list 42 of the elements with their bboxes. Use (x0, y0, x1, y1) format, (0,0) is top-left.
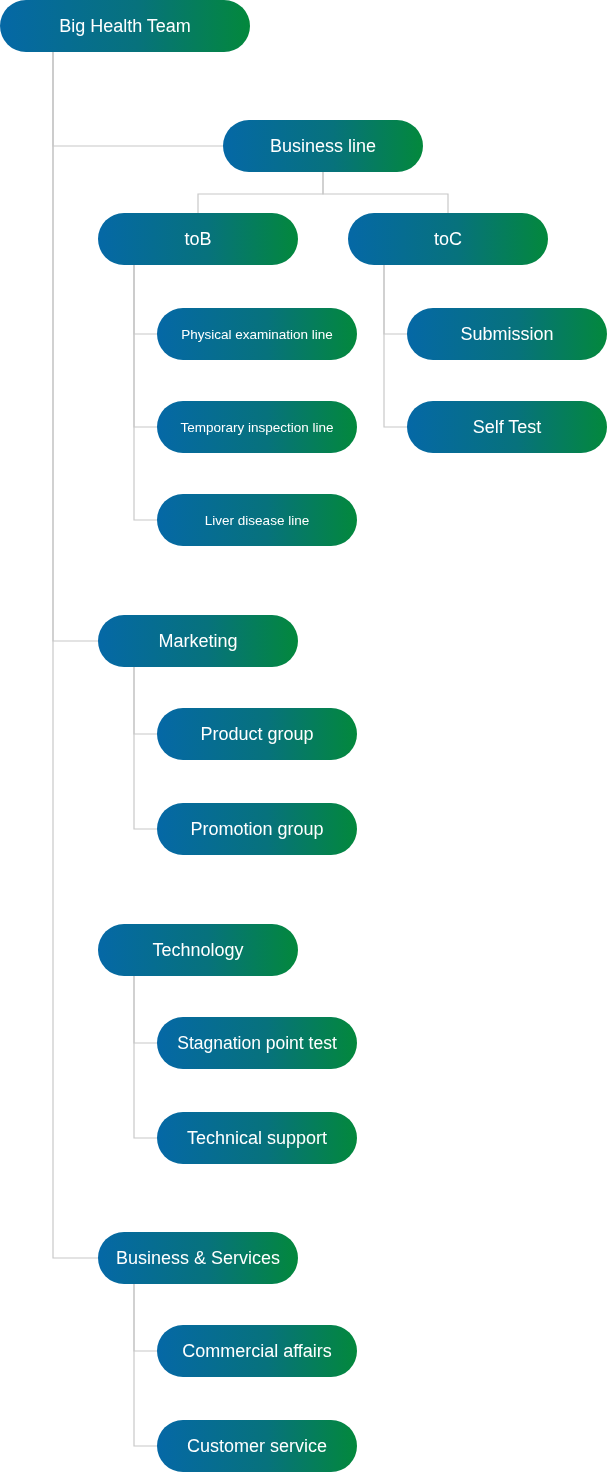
unit-name: Technology (152, 939, 244, 961)
unit-name: Stagnation point test (177, 1032, 337, 1054)
connector-line (133, 1283, 158, 1447)
unit-name: Physical examination line (181, 326, 333, 342)
connector-line (322, 171, 449, 214)
org-unit-pill (98, 924, 298, 976)
org-unit-pill (157, 308, 357, 360)
org-unit-pill (223, 120, 423, 172)
connector-line (133, 975, 158, 1139)
org-unit-pill (157, 1325, 357, 1377)
unit-name: Business line (269, 135, 377, 157)
unit-name: Self Test (472, 416, 542, 438)
org-unit-pill (348, 213, 548, 265)
org-unit-pill (157, 1017, 357, 1069)
org-unit-pill (157, 803, 357, 855)
unit-name: toC (434, 228, 462, 250)
unit-name: Liver disease line (204, 512, 310, 528)
org-unit-pill (98, 213, 298, 265)
unit-name: Technical support (186, 1127, 328, 1149)
unit-name: Commercial affairs (182, 1340, 332, 1362)
org-unit-pill (407, 308, 607, 360)
unit-name: Temporary inspection line (180, 419, 334, 435)
org-unit-pill (98, 615, 298, 667)
org-unit-pill (157, 1112, 357, 1164)
unit-name: Submission (460, 323, 554, 345)
connector-line (133, 264, 158, 521)
org-unit-pill (157, 494, 357, 546)
connector-line (383, 264, 408, 428)
unit-name: toB (184, 228, 212, 250)
org-unit-pill (0, 0, 250, 52)
unit-name: Promotion group (190, 818, 324, 840)
unit-name: Customer service (186, 1435, 327, 1457)
org-unit-pill (98, 1232, 298, 1284)
unit-name: Big Health Team (59, 15, 191, 37)
org-unit-pill (157, 708, 357, 760)
unit-name: Product group (200, 723, 314, 745)
unit-name: Business & Services (115, 1247, 281, 1269)
org-unit-pill (157, 401, 357, 453)
org-unit-pill (157, 1420, 357, 1472)
connector-line (133, 666, 158, 830)
unit-name: Marketing (158, 630, 238, 652)
org-unit-pill (407, 401, 607, 453)
